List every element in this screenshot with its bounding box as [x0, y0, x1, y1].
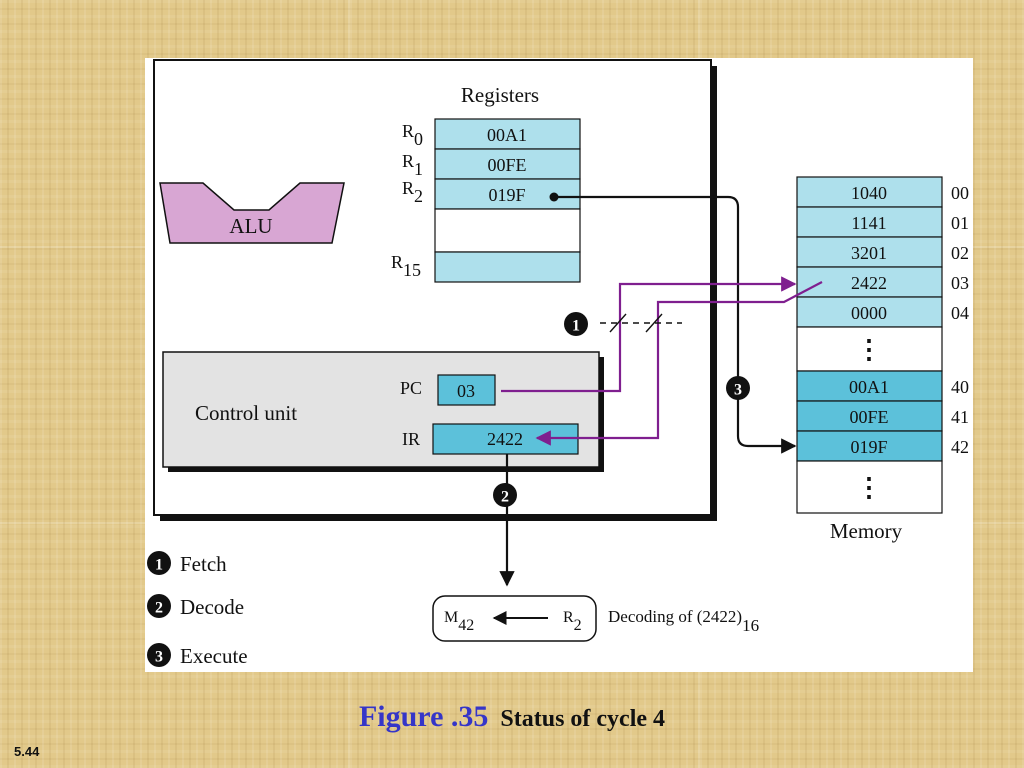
- memory-cell-41: [796, 400, 943, 432]
- fetch-data-arrow: [535, 281, 823, 446]
- ir-label: IR: [402, 429, 420, 449]
- pc-label: PC: [400, 378, 422, 398]
- register-value-r1: 00FE: [487, 155, 526, 175]
- memory-addr-03: 03: [951, 273, 969, 293]
- memory-title: Memory: [830, 519, 903, 543]
- memory-value-41: 00FE: [849, 407, 888, 427]
- decoded-destination: M42: [444, 609, 474, 634]
- register-cell-r1: [434, 148, 581, 180]
- figure-number: Figure .35: [358, 700, 489, 733]
- memory-cell-04: [796, 296, 943, 328]
- memory-addr-00: 00: [951, 183, 969, 203]
- register-value-r0: 00A1: [487, 125, 527, 145]
- memory-cell-40: [796, 370, 943, 402]
- legend-fetch: 1 Fetch: [147, 551, 227, 576]
- register-value-r2: 019F: [488, 185, 525, 205]
- step-marker-3: 3: [726, 376, 750, 400]
- memory-addr-42: 42: [951, 437, 969, 457]
- svg-text:3: 3: [155, 649, 163, 666]
- memory-cell-01: [796, 206, 943, 238]
- memory-ellipsis-2: ⋮: [856, 473, 882, 502]
- bus-slash-1: [609, 313, 627, 333]
- register-label-r15: R15: [391, 252, 421, 280]
- register-label-r0: R0: [402, 121, 423, 149]
- memory-addr-01: 01: [951, 213, 969, 233]
- register-cell-r15: [434, 251, 581, 283]
- memory-cell-42: [796, 430, 943, 462]
- alu-shape: [159, 182, 345, 244]
- legend-decode: 2 Decode: [147, 594, 244, 619]
- svg-text:2: 2: [155, 600, 163, 617]
- memory-value-02: 3201: [851, 243, 887, 263]
- memory-cell-gap2: [796, 460, 943, 514]
- registers-title: Registers: [461, 83, 539, 107]
- memory-value-40: 00A1: [849, 377, 889, 397]
- memory-cell-02: [796, 236, 943, 268]
- memory-value-04: 0000: [851, 303, 887, 323]
- memory-addr-04: 04: [951, 303, 969, 323]
- fetch-address-arrow: [501, 276, 797, 393]
- register-label-r1: R1: [402, 151, 423, 179]
- memory-addr-40: 40: [951, 377, 969, 397]
- register-cell-gap: [434, 208, 581, 253]
- register-cell-r0: [434, 118, 581, 150]
- register-file: 00A1 00FE 019F R0 R1 R2 R15: [391, 118, 581, 283]
- ir-value: 2422: [487, 429, 523, 449]
- control-unit-label: Control unit: [195, 401, 297, 425]
- memory-cell-gap1: [796, 326, 943, 372]
- svg-text:3: 3: [734, 382, 742, 399]
- memory-value-42: 019F: [850, 437, 887, 457]
- memory-ellipsis-1: ⋮: [856, 335, 882, 364]
- decoding-note: Decoding of (2422)16: [608, 607, 759, 635]
- figure-caption: Figure .35 Status of cycle 4: [0, 700, 1024, 734]
- step-marker-1: 1: [564, 312, 588, 336]
- svg-text:1: 1: [155, 557, 163, 574]
- memory-table: 1040 1141 3201 2422 0000 ⋮ 00A1 00FE 019…: [796, 176, 969, 514]
- legend-execute: 3 Execute: [147, 643, 248, 668]
- legend-fetch-label: Fetch: [180, 552, 227, 576]
- svg-text:1: 1: [572, 318, 580, 335]
- memory-value-00: 1040: [851, 183, 887, 203]
- figure-title: Status of cycle 4: [500, 706, 666, 732]
- legend-decode-label: Decode: [180, 595, 244, 619]
- legend-execute-label: Execute: [180, 644, 248, 668]
- execute-arrow: [554, 195, 797, 454]
- register-label-r2: R2: [402, 178, 423, 206]
- pc-value: 03: [457, 381, 475, 401]
- memory-cell-00: [796, 176, 943, 208]
- svg-text:2: 2: [501, 489, 509, 506]
- step-marker-2: 2: [493, 483, 517, 507]
- memory-value-03: 2422: [851, 273, 887, 293]
- slide-number: 5.44: [14, 744, 40, 759]
- alu-label: ALU: [229, 214, 272, 238]
- pc-register: [437, 374, 496, 406]
- bus-slash-2: [645, 313, 663, 333]
- memory-addr-02: 02: [951, 243, 969, 263]
- memory-addr-41: 41: [951, 407, 969, 427]
- memory-value-01: 1141: [851, 213, 886, 233]
- decoded-source: R2: [563, 609, 582, 634]
